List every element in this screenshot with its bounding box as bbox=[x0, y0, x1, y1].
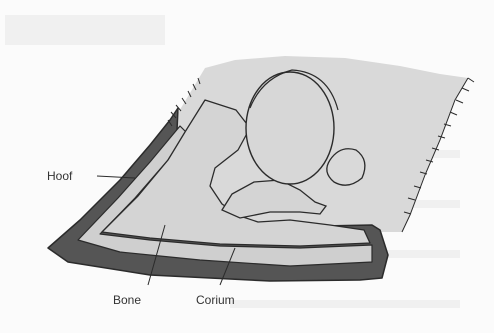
bone-label: Bone bbox=[113, 293, 141, 307]
pastern-bone bbox=[246, 72, 334, 184]
corium-label: Corium bbox=[196, 293, 235, 307]
hoof-label: Hoof bbox=[47, 169, 73, 183]
